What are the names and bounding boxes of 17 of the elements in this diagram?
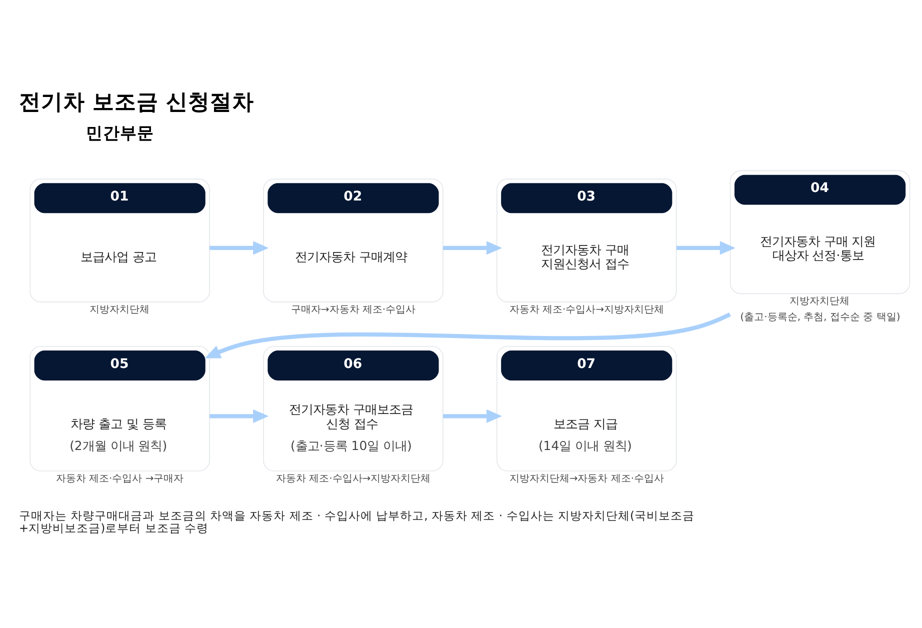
diagram-title: 전기차 보조금 신청절차 <box>18 90 254 116</box>
label: 구매자는 차량구매대금과 보조금의 차액을 자동차 제조 · 수입사에 납부하고, 자동차 제조 · 수입사는 지방자치단체(국비보조금 +지방비보조금)로부터 보조금 수령 <box>18 508 694 536</box>
node-label: 지방자치단체 <box>790 296 850 308</box>
node-label: 자동차 제조·수입사 →구매자 <box>56 473 184 484</box>
node-label: (출고·등록순, 추첨, 접수순 중 택일) <box>740 312 900 323</box>
node-label: 지방자치단체 <box>90 304 150 316</box>
arrow <box>443 409 502 423</box>
node-label: 자동차 제조·수입사→지방자치단체 <box>276 473 431 484</box>
arrow <box>204 312 731 358</box>
node-label: 지방자치단체→자동차 제조·수입사 <box>509 473 664 484</box>
node-label: 구매자→자동차 제조·수입사 <box>290 304 416 316</box>
arrow <box>443 241 502 255</box>
node-label: 자동차 제조·수입사→지방자치단체 <box>509 304 664 316</box>
arrow <box>210 241 269 255</box>
label: 민간부문 <box>86 123 154 142</box>
arrow <box>210 409 269 423</box>
arrow <box>676 241 736 255</box>
